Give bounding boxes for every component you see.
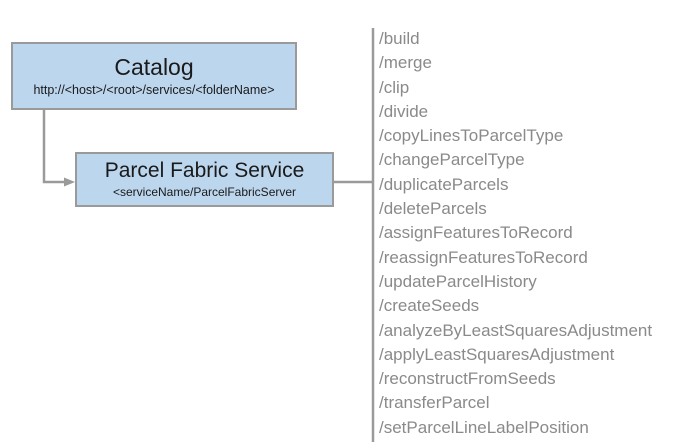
node-catalog-title: Catalog [114,53,194,80]
node-parcel-fabric-service-path: <serviceName/ParcelFabricServer [112,184,297,199]
operation-item: /copyLinesToParcelType [379,126,564,146]
node-catalog-url: http://<host>/<root>/services/<folderNam… [33,83,275,98]
operation-item: /applyLeastSquaresAdjustment [379,344,615,364]
operation-item: /deleteParcels [379,199,487,219]
node-parcel-fabric-service: Parcel Fabric Service <serviceName/Parce… [75,152,334,207]
node-parcel-fabric-service-title: Parcel Fabric Service [104,159,305,183]
operations-list: /build/merge/clip/divide/copyLinesToParc… [379,27,679,440]
connector-catalog-to-parcel [42,110,67,184]
operation-item: /reconstructFromSeeds [379,369,556,389]
operation-item: /transferParcel [379,393,490,413]
operation-item: /clip [379,77,410,97]
operation-item: /build [379,29,420,48]
node-catalog: Catalog http://<host>/<root>/services/<f… [11,42,297,110]
arrowhead-icon [64,177,75,187]
operation-item: /reassignFeaturesToRecord [379,247,588,267]
operation-item: /divide [379,101,429,121]
operation-item: /updateParcelHistory [379,271,537,291]
operation-item: /assignFeaturesToRecord [379,223,573,243]
operation-item: /changeParcelType [379,150,525,170]
operation-item: /analyzeByLeastSquaresAdjustment [379,320,653,340]
operation-item: /createSeeds [379,296,480,316]
operation-item: /merge [379,53,432,73]
operation-item: /setParcelLineLabelPosition [379,417,589,437]
operation-item: /duplicateParcels [379,174,509,194]
